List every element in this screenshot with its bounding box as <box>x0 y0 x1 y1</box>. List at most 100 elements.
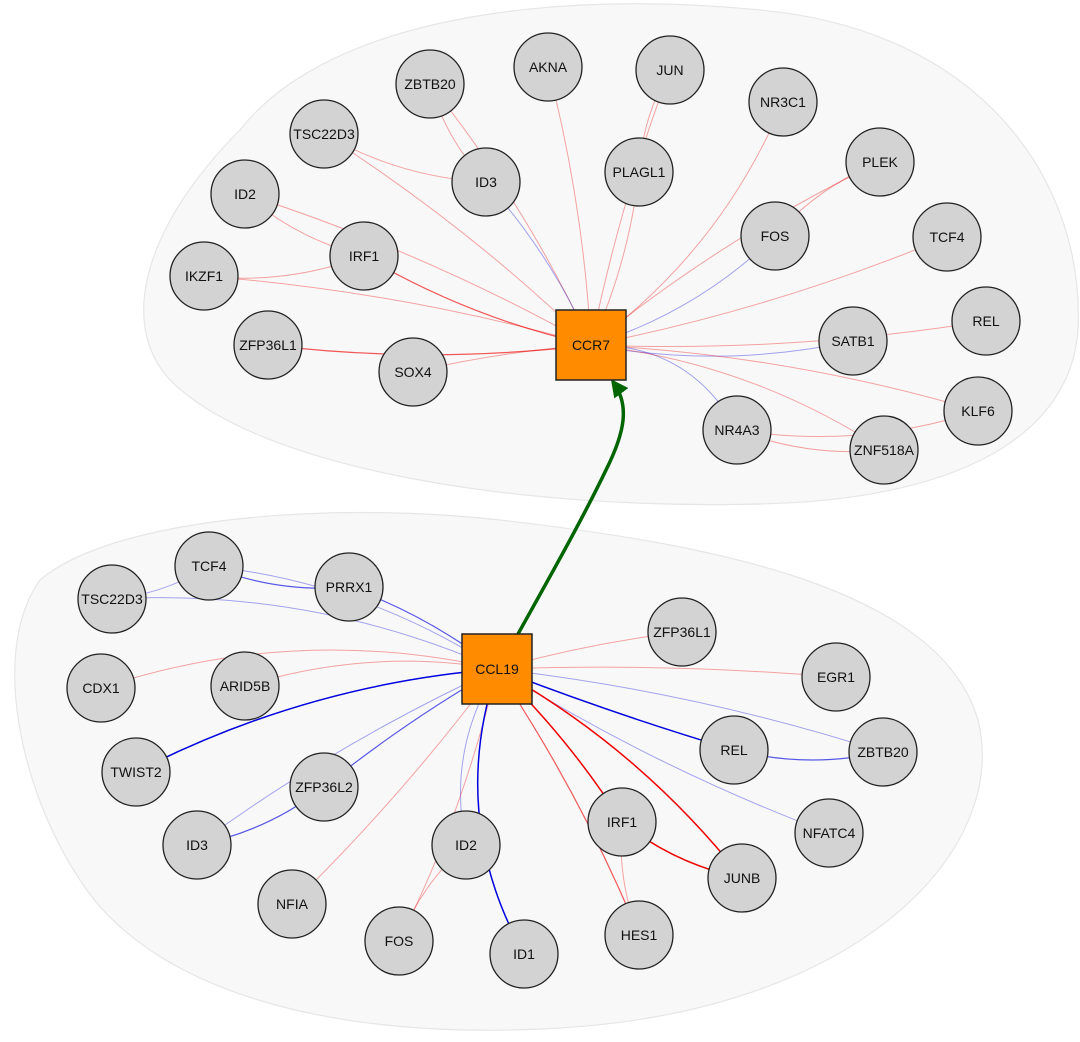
gene-node-circle[interactable] <box>818 306 888 376</box>
gene-node-label: SOX4 <box>394 364 432 380</box>
gene-node-circle[interactable] <box>257 869 327 939</box>
gene-node-circle[interactable] <box>210 651 280 721</box>
gene-node-ccr7-tsc22d3[interactable]: TSC22D3 <box>289 99 359 169</box>
hub-node-ccr7[interactable]: CCR7 <box>555 309 627 381</box>
gene-node-circle[interactable] <box>848 717 918 787</box>
gene-node-circle[interactable] <box>329 221 399 291</box>
gene-node-ccr7-plek[interactable]: PLEK <box>845 127 915 197</box>
gene-node-label: ZFP36L1 <box>653 624 711 640</box>
gene-node-circle[interactable] <box>943 376 1013 446</box>
hub-link-layer <box>516 379 629 635</box>
gene-node-ccr7-rel[interactable]: REL <box>951 286 1021 356</box>
gene-node-circle[interactable] <box>162 810 232 880</box>
gene-node-ccr7-id2[interactable]: ID2 <box>210 159 280 229</box>
gene-node-ccl19-arid5b[interactable]: ARID5B <box>210 651 280 721</box>
gene-node-ccr7-tcf4[interactable]: TCF4 <box>912 202 982 272</box>
edge-ccr7-klf6 <box>590 344 979 412</box>
gene-node-circle[interactable] <box>210 159 280 229</box>
gene-node-ccr7-sox4[interactable]: SOX4 <box>378 337 448 407</box>
gene-node-circle[interactable] <box>604 137 674 207</box>
gene-node-ccr7-jun[interactable]: JUN <box>635 35 705 105</box>
gene-node-circle[interactable] <box>699 715 769 785</box>
gene-node-ccr7-nr3c1[interactable]: NR3C1 <box>748 67 818 137</box>
gene-node-circle[interactable] <box>101 737 171 807</box>
gene-node-ccl19-tcf4[interactable]: TCF4 <box>174 531 244 601</box>
gene-node-ccl19-irf1[interactable]: IRF1 <box>587 787 657 857</box>
gene-node-ccl19-cdx1[interactable]: CDX1 <box>66 653 136 723</box>
gene-node-ccr7-satb1[interactable]: SATB1 <box>818 306 888 376</box>
gene-node-ccr7-id3[interactable]: ID3 <box>451 147 521 217</box>
gene-node-circle[interactable] <box>66 653 136 723</box>
gene-node-circle[interactable] <box>707 843 777 913</box>
hub-node-label: CCL19 <box>475 661 519 677</box>
gene-node-ccl19-zfp36l1[interactable]: ZFP36L1 <box>647 597 717 667</box>
gene-node-circle[interactable] <box>364 906 434 976</box>
gene-node-ccl19-id2[interactable]: ID2 <box>431 810 501 880</box>
edge-ccl19-tsc22d3 <box>111 597 498 670</box>
gene-node-circle[interactable] <box>233 310 303 380</box>
edge-ccl19-twist2 <box>135 668 498 773</box>
gene-node-label: EGR1 <box>817 669 855 685</box>
gene-node-label: TSC22D3 <box>81 591 143 607</box>
gene-node-circle[interactable] <box>740 201 810 271</box>
gene-node-ccr7-akna[interactable]: AKNA <box>513 32 583 102</box>
gene-node-label: TWIST2 <box>110 764 162 780</box>
gene-node-circle[interactable] <box>289 99 359 169</box>
gene-node-ccl19-nfia[interactable]: NFIA <box>257 869 327 939</box>
gene-node-ccl19-tsc22d3[interactable]: TSC22D3 <box>77 564 147 634</box>
edge-ccr7-akna <box>547 66 592 346</box>
gene-node-ccl19-egr1[interactable]: EGR1 <box>801 642 871 712</box>
gene-node-circle[interactable] <box>912 202 982 272</box>
gene-node-ccl19-id1[interactable]: ID1 <box>489 919 559 989</box>
gene-node-circle[interactable] <box>451 147 521 217</box>
gene-node-circle[interactable] <box>431 810 501 880</box>
gene-node-label: IRF1 <box>607 814 638 830</box>
gene-node-ccr7-zfp36l1[interactable]: ZFP36L1 <box>233 310 303 380</box>
gene-node-circle[interactable] <box>174 531 244 601</box>
gene-node-circle[interactable] <box>845 127 915 197</box>
gene-node-circle[interactable] <box>748 67 818 137</box>
gene-node-ccr7-znf518a[interactable]: ZNF518A <box>849 415 919 485</box>
gene-node-ccr7-ikzf1[interactable]: IKZF1 <box>169 241 239 311</box>
gene-node-circle[interactable] <box>314 552 384 622</box>
gene-node-circle[interactable] <box>801 642 871 712</box>
gene-node-circle[interactable] <box>587 787 657 857</box>
gene-node-ccl19-nfatc4[interactable]: NFATC4 <box>794 798 864 868</box>
gene-node-circle[interactable] <box>647 597 717 667</box>
gene-node-circle[interactable] <box>489 919 559 989</box>
gene-node-ccl19-hes1[interactable]: HES1 <box>604 900 674 970</box>
gene-node-ccl19-id3[interactable]: ID3 <box>162 810 232 880</box>
gene-node-label: SATB1 <box>831 333 875 349</box>
gene-node-label: PLAGL1 <box>613 164 666 180</box>
gene-node-ccl19-twist2[interactable]: TWIST2 <box>101 737 171 807</box>
gene-node-circle[interactable] <box>702 395 772 465</box>
gene-node-circle[interactable] <box>378 337 448 407</box>
gene-node-circle[interactable] <box>794 798 864 868</box>
gene-node-ccl19-fos[interactable]: FOS <box>364 906 434 976</box>
gene-node-circle[interactable] <box>849 415 919 485</box>
gene-node-ccl19-zfp36l2[interactable]: ZFP36L2 <box>289 752 359 822</box>
gene-node-circle[interactable] <box>604 900 674 970</box>
edge-ccr7-id2 <box>244 193 592 346</box>
gene-node-circle[interactable] <box>513 32 583 102</box>
gene-node-circle[interactable] <box>951 286 1021 356</box>
gene-node-ccr7-plagl1[interactable]: PLAGL1 <box>604 137 674 207</box>
gene-node-ccr7-zbtb20[interactable]: ZBTB20 <box>395 49 465 119</box>
gene-node-ccr7-klf6[interactable]: KLF6 <box>943 376 1013 446</box>
gene-node-circle[interactable] <box>77 564 147 634</box>
gene-node-ccr7-fos[interactable]: FOS <box>740 201 810 271</box>
gene-node-circle[interactable] <box>289 752 359 822</box>
gene-node-ccl19-junb[interactable]: JUNB <box>707 843 777 913</box>
gene-node-ccr7-nr4a3[interactable]: NR4A3 <box>702 395 772 465</box>
gene-node-ccl19-rel[interactable]: REL <box>699 715 769 785</box>
gene-node-circle[interactable] <box>169 241 239 311</box>
gene-node-circle[interactable] <box>395 49 465 119</box>
gene-node-ccr7-irf1[interactable]: IRF1 <box>329 221 399 291</box>
hub-node-square[interactable] <box>555 309 627 381</box>
hub-node-ccl19[interactable]: CCL19 <box>461 633 533 705</box>
gene-node-circle[interactable] <box>635 35 705 105</box>
gene-node-ccl19-prrx1[interactable]: PRRX1 <box>314 552 384 622</box>
gene-node-ccl19-zbtb20[interactable]: ZBTB20 <box>848 717 918 787</box>
hub-node-square[interactable] <box>461 633 533 705</box>
